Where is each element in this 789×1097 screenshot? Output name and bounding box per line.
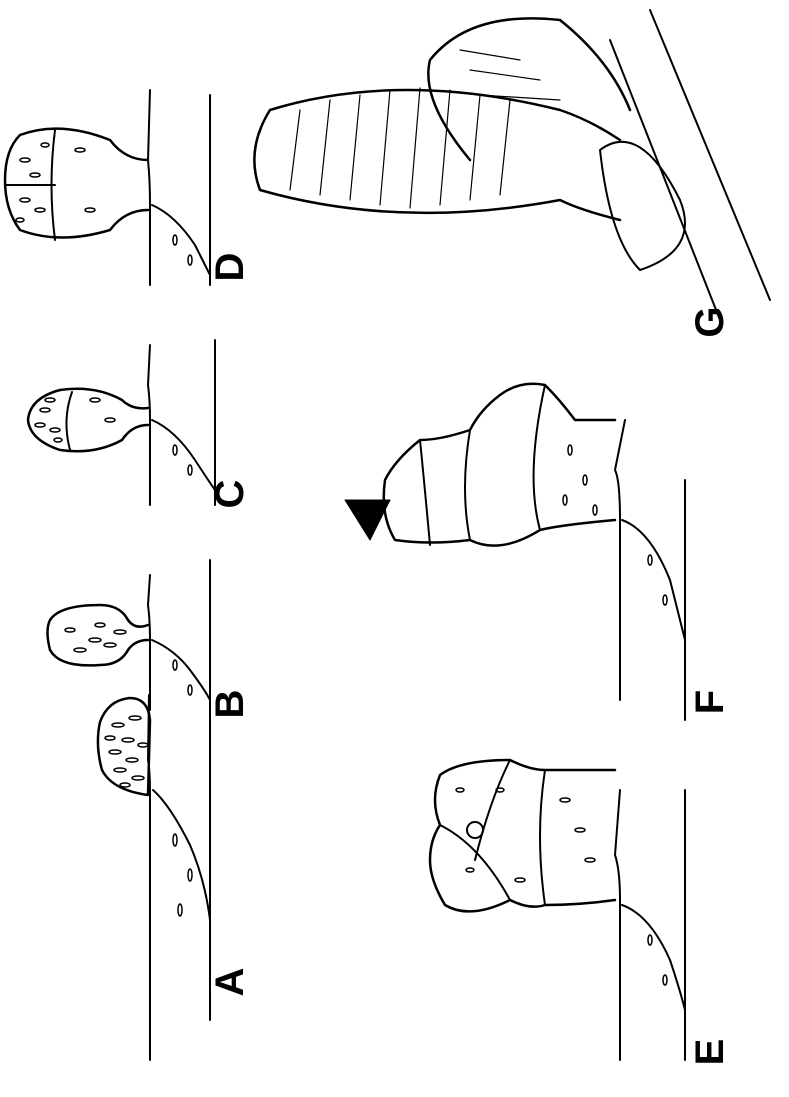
panel-f-drawing [384,384,685,720]
arrowhead-marker [345,500,390,540]
panel-a-drawing [98,695,210,1060]
panel-label-g: G [688,300,732,344]
panel-label-b: B [208,682,252,726]
panel-e-drawing [430,760,685,1060]
panel-label-f: F [688,680,732,724]
panel-d-drawing [5,90,210,285]
panel-label-c: C [208,472,252,516]
panel-c-drawing [28,340,215,505]
panel-label-e: E [688,1030,732,1074]
panel-b-drawing [48,560,211,720]
panel-g-drawing [254,10,770,320]
panel-label-d: D [208,245,252,289]
panel-label-a: A [208,960,252,1004]
